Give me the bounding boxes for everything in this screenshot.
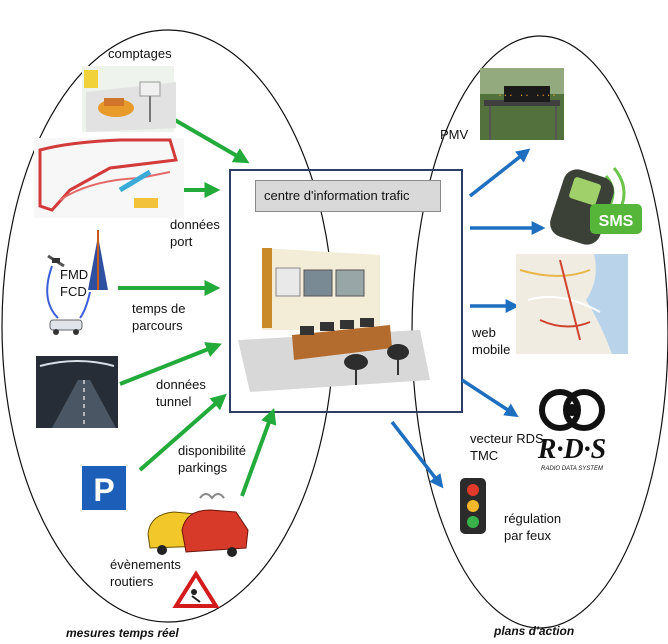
label-rds-tmc: vecteur RDS TMC	[470, 431, 544, 463]
arrow-feux	[390, 420, 444, 489]
sms-phone-icon: SMS	[550, 167, 642, 245]
label-fmd-fcd: FMD FCD	[60, 267, 89, 299]
arrow-evenements	[240, 407, 277, 497]
hub-title: centre d'information trafic	[255, 180, 441, 212]
hub-box	[229, 169, 463, 413]
sms-label: SMS	[599, 213, 634, 230]
fmd-fcd-image	[46, 230, 108, 335]
rds-logo-subtitle: RADIO DATA SYSTEM	[541, 466, 603, 472]
label-regulation: régulation par feux	[504, 511, 562, 543]
rds-logo-text: R·D·S	[537, 434, 606, 465]
svg-text:P: P	[93, 472, 114, 508]
accident-image	[147, 493, 249, 557]
control-room-image	[238, 248, 430, 392]
pmv-sign-image: ··· ·· ····	[480, 68, 564, 140]
label-pmv: PMV	[440, 127, 469, 142]
label-parkings: disponibilité parkings	[178, 443, 246, 475]
arrow-rds	[461, 378, 519, 418]
roadwork-sign-icon	[172, 570, 220, 608]
comptages-image	[82, 66, 176, 132]
arrow-tunnel	[119, 342, 222, 386]
traffic-light-icon	[460, 478, 486, 534]
label-donnees-port: données port	[170, 217, 220, 249]
label-comptages: comptages	[108, 46, 172, 61]
tunnel-image	[36, 356, 118, 428]
rds-logo: R·D·S RADIO DATA SYSTEM	[537, 389, 606, 472]
caption-plans: plans d'action	[494, 624, 575, 638]
caption-mesures: mesures temps réel	[66, 626, 179, 640]
label-web-mobile: web mobile	[472, 325, 511, 357]
label-evenements: évènements routiers	[110, 557, 181, 589]
parking-sign-icon: P	[82, 466, 126, 510]
arrow-parkings	[138, 393, 227, 472]
label-temps-parcours: temps de parcours	[132, 301, 186, 333]
label-donnees-tunnel: données tunnel	[156, 377, 206, 409]
arrow-pmv	[468, 148, 531, 198]
web-map-image	[516, 254, 628, 354]
port-image	[34, 138, 184, 218]
pmv-sign-text: ··· ·· ····	[497, 91, 556, 101]
